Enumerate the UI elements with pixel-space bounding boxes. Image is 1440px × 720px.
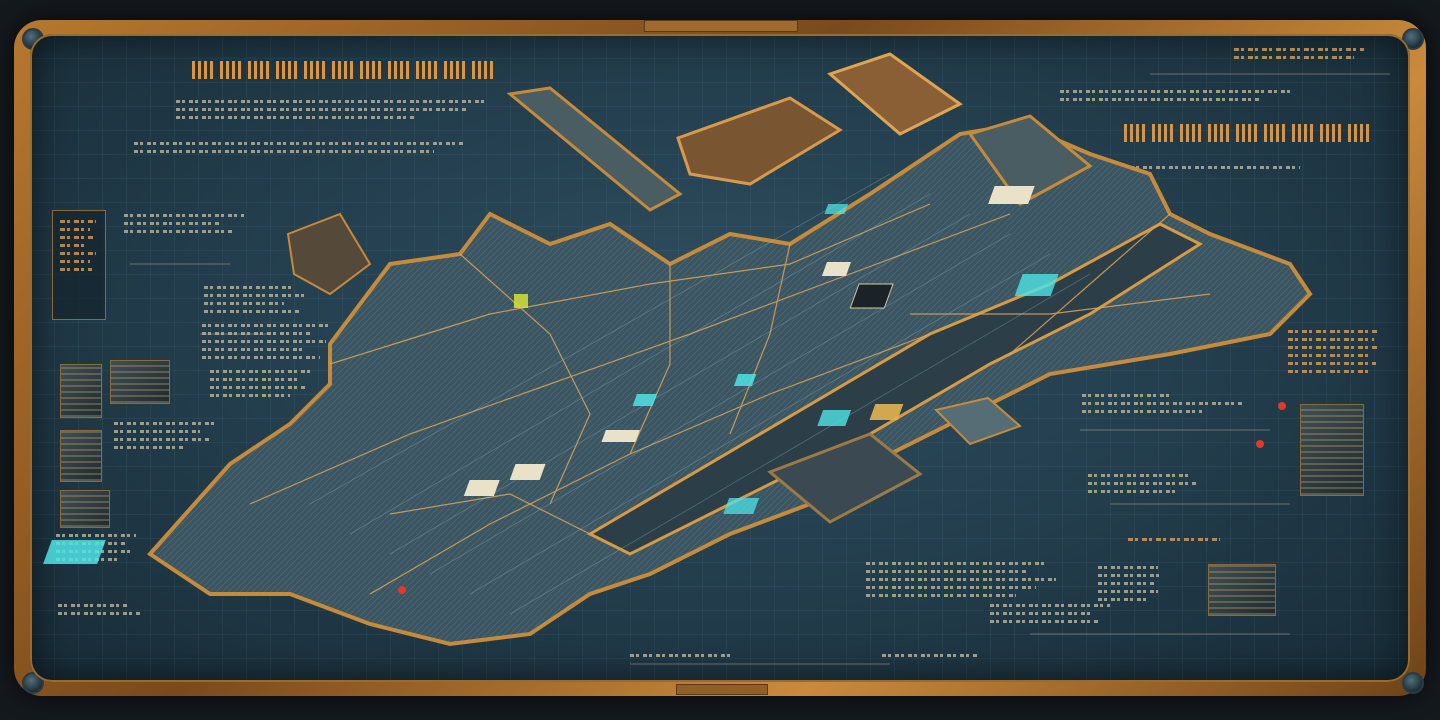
circuit-traces xyxy=(249,203,1211,595)
main-landmass xyxy=(146,121,1313,647)
bottom-text-block-2 xyxy=(990,604,1130,628)
bottom-text-block-3 xyxy=(630,654,750,662)
intro-text-block-2 xyxy=(134,142,494,158)
headline-glyph xyxy=(1208,124,1230,142)
top-right-text xyxy=(1234,48,1374,64)
headline-glyph xyxy=(276,61,298,79)
headline-glyph xyxy=(1152,124,1174,142)
spec-text-block xyxy=(124,214,254,238)
isometric-map xyxy=(43,52,1390,665)
headline-glyph xyxy=(1236,124,1258,142)
platform-right xyxy=(967,114,1093,206)
platform-top-left xyxy=(506,86,683,212)
tower-structure xyxy=(286,212,372,296)
right-text-block-4 xyxy=(1088,474,1238,498)
right-text-block-2 xyxy=(1130,166,1310,174)
right-amber-label xyxy=(1128,538,1228,546)
thumbnail-image xyxy=(110,360,170,404)
headline-glyph xyxy=(1320,124,1342,142)
headline-glyph xyxy=(360,61,382,79)
chip-icon xyxy=(43,186,1059,564)
thumbnail-image xyxy=(60,430,102,482)
headline-glyph xyxy=(192,61,214,79)
headline-glyph xyxy=(1292,124,1314,142)
headline-glyph xyxy=(1264,124,1286,142)
headline-glyph xyxy=(472,61,494,79)
bottom-text-block-4 xyxy=(882,654,1002,662)
bottom-text-block xyxy=(866,562,1066,602)
blueprint-board xyxy=(30,34,1410,682)
screw-icon xyxy=(1402,672,1424,694)
headline-glyph xyxy=(220,61,242,79)
platform-top-right xyxy=(827,52,963,136)
headline-glyph xyxy=(248,61,270,79)
machine-image xyxy=(1300,404,1364,496)
right-text-block xyxy=(1060,90,1310,106)
thumbnail-image xyxy=(60,364,102,418)
title-plate xyxy=(644,20,798,32)
spec-text-block-5 xyxy=(114,422,224,454)
side-legend-text xyxy=(60,220,100,276)
central-strip xyxy=(586,222,1204,556)
pin-icon xyxy=(398,402,1286,594)
headline-glyph xyxy=(388,61,410,79)
headline-glyph xyxy=(332,61,354,79)
headline-glyphs xyxy=(192,60,500,85)
headline-glyph xyxy=(1180,124,1202,142)
right-text-block-3 xyxy=(1082,394,1282,418)
headline-glyph xyxy=(1348,124,1370,142)
platform-small xyxy=(934,396,1022,446)
platform-low xyxy=(767,432,923,524)
right-text-block-5 xyxy=(1098,566,1178,606)
bottom-plate xyxy=(676,684,768,695)
spec-text-block-4 xyxy=(210,370,320,402)
platform-top-center xyxy=(676,96,843,186)
right-amber-list xyxy=(1288,330,1384,378)
headline-right-glyphs xyxy=(1124,124,1376,147)
leader-lines xyxy=(130,73,1390,665)
footer-left-text xyxy=(58,604,148,620)
spec-text-block-2 xyxy=(204,286,314,318)
spec-text-block-3 xyxy=(202,324,342,364)
headline-glyph xyxy=(416,61,438,79)
headline-glyph xyxy=(444,61,466,79)
headline-glyph xyxy=(1124,124,1146,142)
intro-text-block xyxy=(176,100,496,124)
land-grid xyxy=(309,173,1091,615)
gauge-panel xyxy=(1208,564,1276,616)
headline-glyph xyxy=(304,61,326,79)
thumbnail-image xyxy=(60,490,110,528)
